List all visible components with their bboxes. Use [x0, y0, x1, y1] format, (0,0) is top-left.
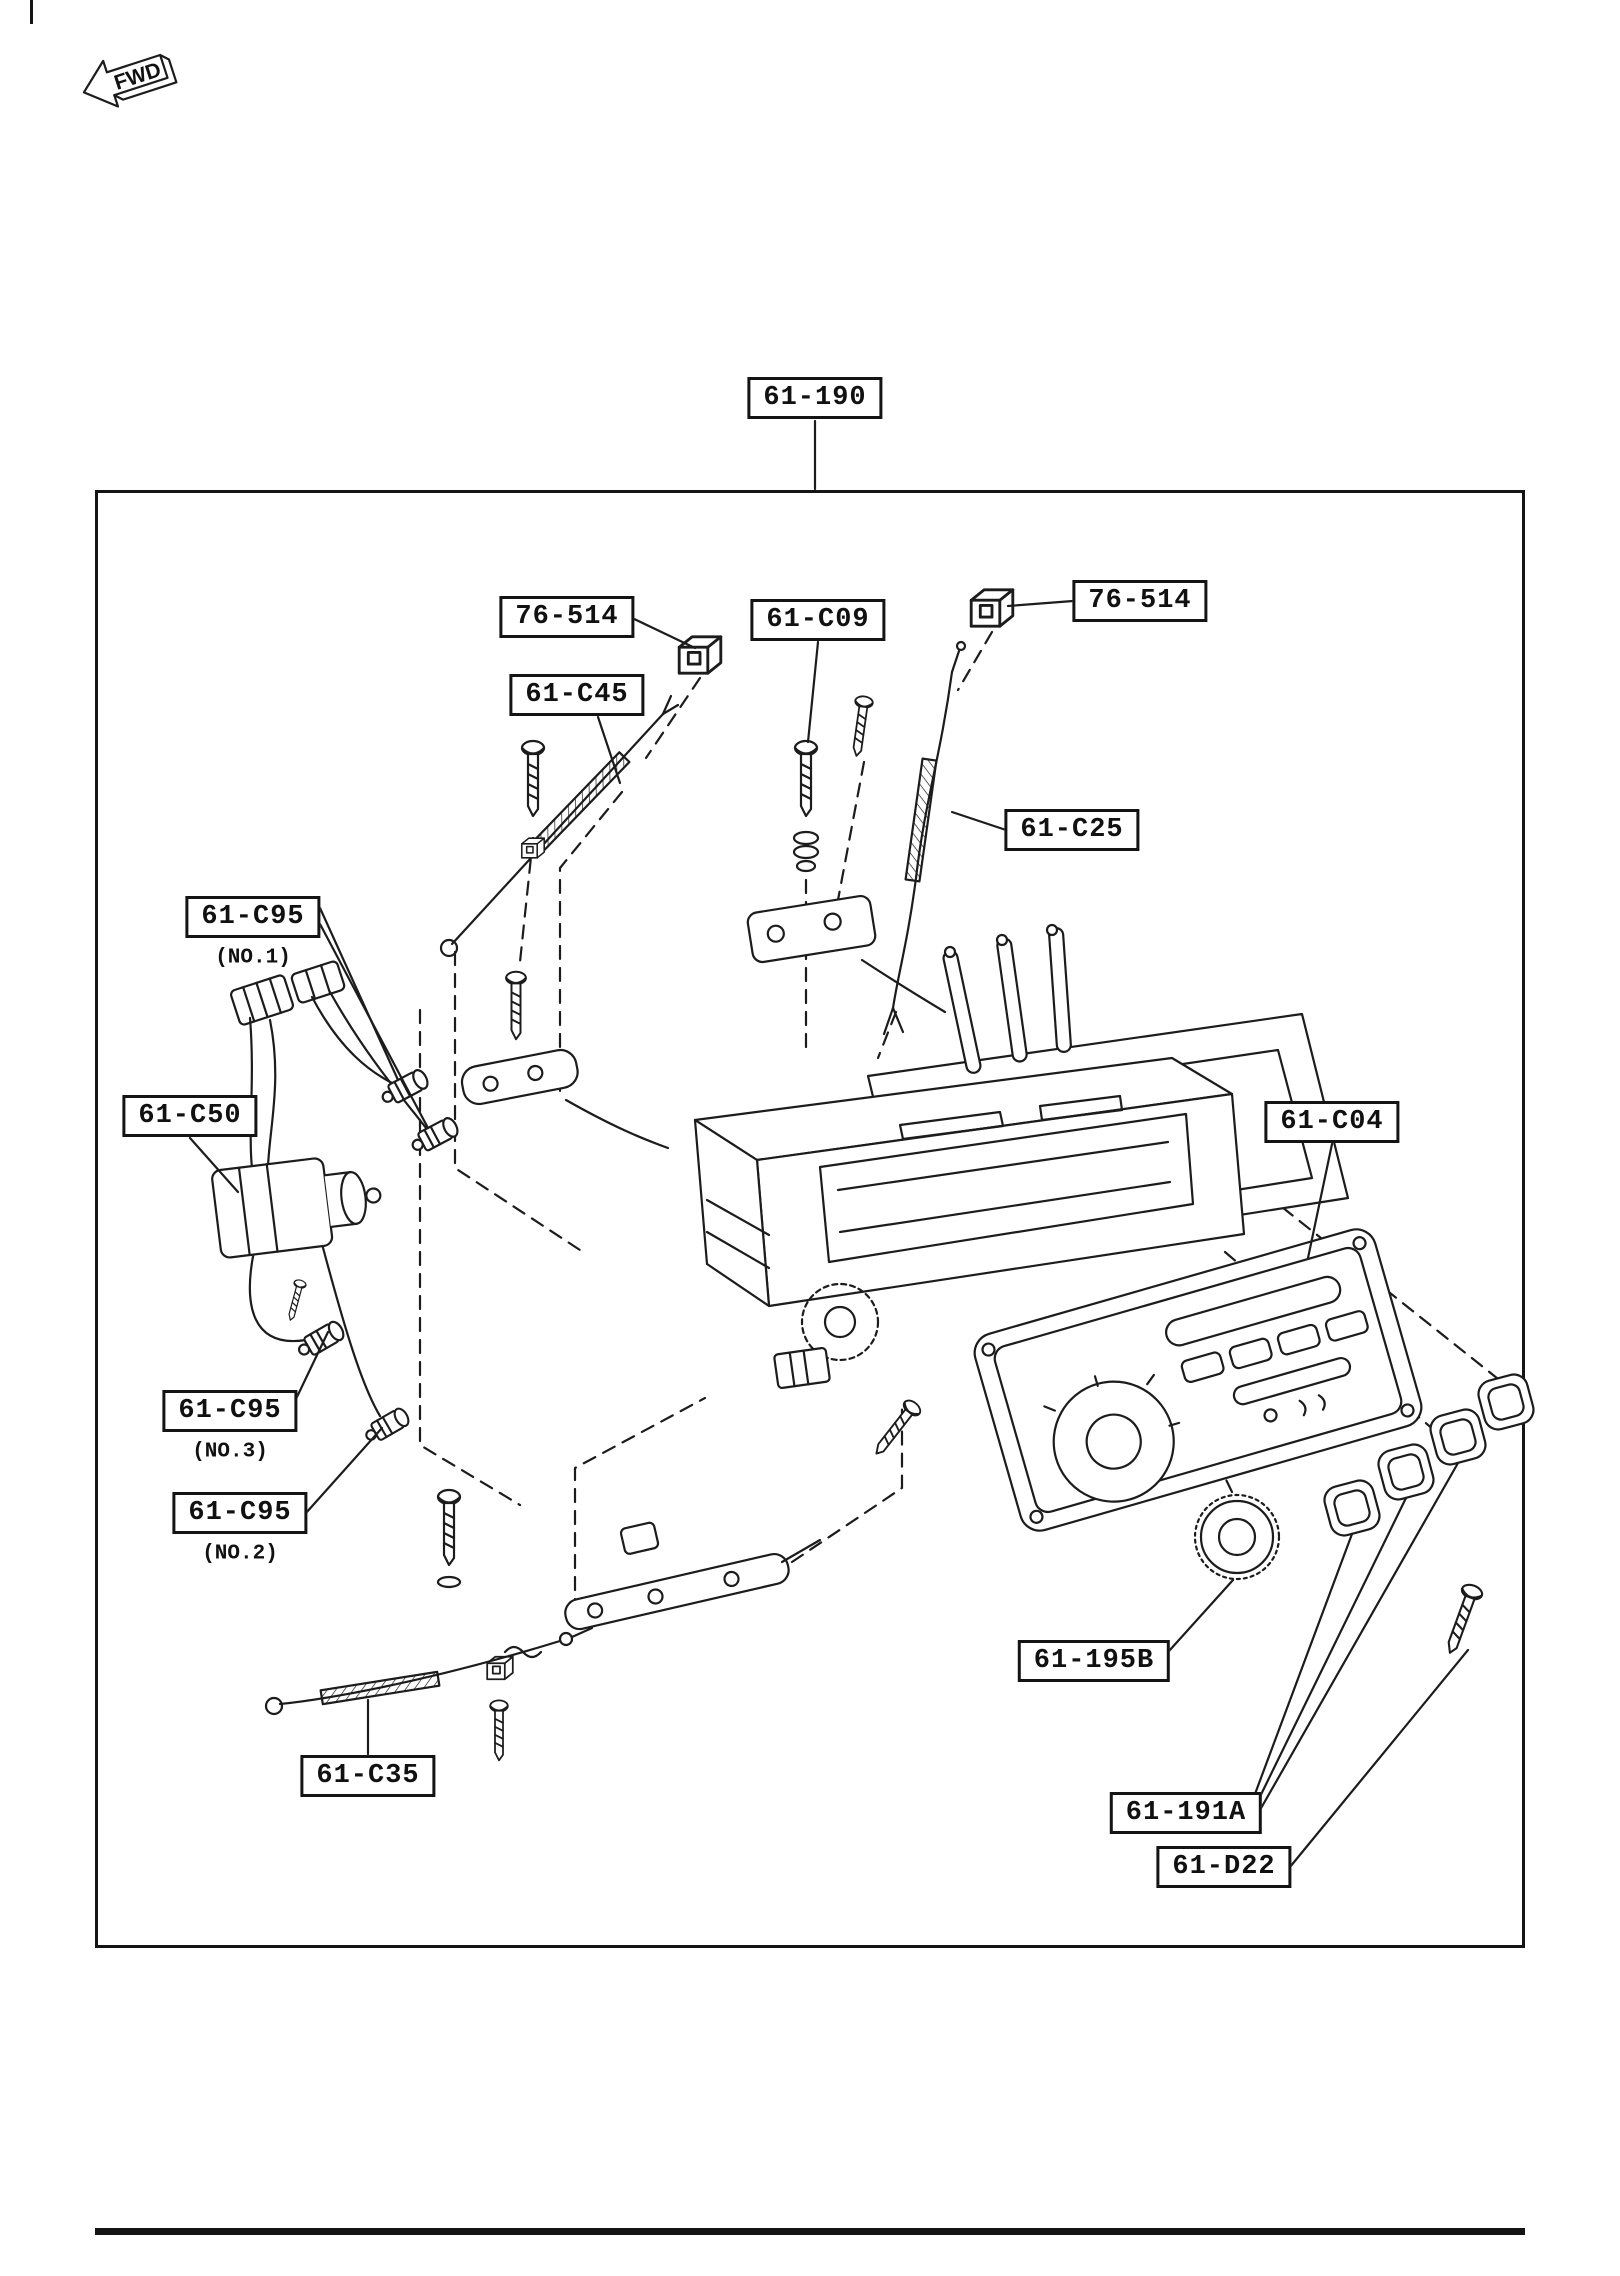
part-label-76-514-left[interactable]: 76-514	[499, 596, 635, 638]
part-number: 61-D22	[1172, 1852, 1276, 1882]
fwd-arrow-icon: FWD	[82, 53, 178, 108]
knob-61-195b	[1193, 1493, 1281, 1581]
bottom-lever-bracket	[436, 1488, 822, 1762]
footer-rule	[95, 2228, 1525, 2235]
part-label-61-c50[interactable]: 61-C50	[122, 1095, 258, 1137]
cable-61-c35	[264, 1626, 594, 1716]
harness-switch-61-c50	[211, 960, 428, 1418]
clip-76-514-right	[969, 588, 1015, 628]
part-number: 61-C09	[766, 605, 870, 635]
cable-61-c45	[439, 694, 680, 958]
part-note-no2: (NO.2)	[198, 1542, 282, 1566]
mounting-screws	[505, 694, 875, 1041]
mode-lever-bracket	[746, 894, 947, 1014]
part-number: 61-195B	[1033, 1646, 1155, 1676]
part-number: 61-C95	[188, 1498, 292, 1528]
page-corner-tick	[30, 0, 33, 24]
diagram-border	[95, 490, 1525, 1948]
part-label-61-c95-no1[interactable]: 61-C95	[185, 896, 321, 938]
bulb-sockets-61-c95	[293, 1066, 462, 1447]
part-label-61-c35[interactable]: 61-C35	[300, 1755, 436, 1797]
part-number: 61-C95	[201, 902, 305, 932]
part-number: 61-C04	[1280, 1107, 1384, 1137]
part-number: 76-514	[1088, 586, 1192, 616]
part-number: 61-C35	[316, 1761, 420, 1791]
part-number: 76-514	[515, 602, 619, 632]
faceplate-61-c04	[973, 1228, 1423, 1532]
part-number: 61-C50	[138, 1101, 242, 1131]
part-note-no1: (NO.1)	[211, 946, 295, 970]
part-label-61-191a[interactable]: 61-191A	[1109, 1792, 1263, 1834]
part-note-no3: (NO.3)	[188, 1440, 272, 1464]
cable-61-c25	[882, 640, 967, 1036]
part-label-61-c04[interactable]: 61-C04	[1264, 1101, 1400, 1143]
part-label-61-c09[interactable]: 61-C09	[750, 599, 886, 641]
part-number: 61-C45	[525, 680, 629, 710]
control-unit-body	[693, 923, 1246, 1461]
part-label-61-c95-no2[interactable]: 61-C95	[172, 1492, 308, 1534]
part-label-76-514-right[interactable]: 76-514	[1072, 580, 1208, 622]
part-label-61-c95-no3[interactable]: 61-C95	[162, 1390, 298, 1432]
part-label-61-c25[interactable]: 61-C25	[1004, 809, 1140, 851]
part-label-61-190[interactable]: 61-190	[747, 377, 883, 419]
part-label-61-c45[interactable]: 61-C45	[509, 674, 645, 716]
part-number: 61-191A	[1125, 1798, 1247, 1828]
leader-lines	[188, 419, 1470, 1869]
part-number: 61-C25	[1020, 815, 1124, 845]
screw-61-d22	[1439, 1581, 1486, 1658]
part-label-61-195b[interactable]: 61-195B	[1017, 1640, 1171, 1682]
part-number: 61-C95	[178, 1396, 282, 1426]
part-label-61-d22[interactable]: 61-D22	[1156, 1846, 1292, 1888]
part-number: 61-190	[763, 383, 867, 413]
temp-lever-bracket	[460, 1048, 670, 1150]
